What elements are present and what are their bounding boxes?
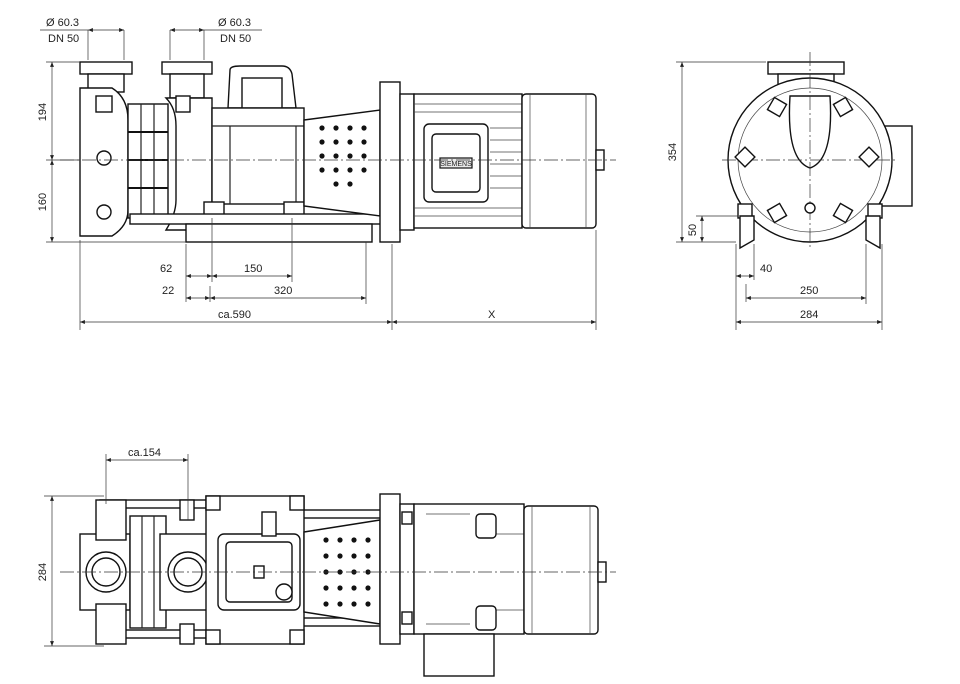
dia-right-label: Ø 60.3 — [218, 17, 251, 29]
top-motor-body — [413, 503, 525, 635]
top-lantern-holes — [323, 537, 371, 607]
h50-label: 50 — [687, 224, 699, 236]
casing-plug — [175, 95, 191, 113]
outlet-neck — [169, 73, 205, 99]
d62-label: 62 — [160, 263, 172, 275]
top-plug — [179, 499, 195, 521]
cover-bolt — [96, 150, 112, 166]
end-foot-right — [865, 215, 881, 250]
motor-flange — [379, 81, 401, 243]
h160-label: 160 — [37, 193, 49, 211]
ca154-label: ca.154 — [128, 447, 161, 459]
d150-label: 150 — [244, 263, 262, 275]
top-view-dimensions: ca.154 284 — [37, 447, 189, 647]
nameplate-text: SIEMENS — [440, 161, 472, 168]
base-rail — [185, 223, 373, 243]
cover-bolt — [96, 204, 112, 220]
top-foot — [289, 495, 305, 511]
top-foot — [205, 495, 221, 511]
d320-label: 320 — [274, 285, 292, 297]
terminal-box-window — [241, 77, 283, 109]
coupling-lantern — [303, 109, 381, 217]
side-view-dimensions: Ø 60.3 DN 50 Ø 60.3 DN 50 194 160 62 150… — [37, 17, 616, 330]
motor-flange-ring — [399, 93, 415, 231]
nameplate — [439, 157, 473, 169]
end-bolts — [734, 96, 880, 224]
end-flange — [767, 61, 845, 75]
cover-boss — [95, 95, 113, 113]
outlet-flange — [161, 61, 213, 75]
motor-fins — [414, 103, 522, 217]
d22-label: 22 — [162, 285, 174, 297]
fan-cover — [521, 93, 597, 229]
top-foot — [289, 629, 305, 645]
end-view-dimensions: 354 50 40 250 284 — [667, 61, 883, 330]
end-view — [722, 52, 913, 250]
base-frame — [129, 213, 407, 225]
top-inlet-ear — [95, 603, 127, 645]
top-lifting-eye — [475, 513, 497, 539]
discharge-casing — [164, 97, 213, 231]
lantern-rail — [299, 509, 383, 519]
end-foot-left — [739, 215, 755, 250]
top-fan-cover — [523, 505, 599, 635]
x-label: X — [488, 309, 496, 321]
h284-label: 284 — [37, 563, 49, 581]
lantern-vent-holes — [319, 125, 367, 187]
dn-right-label: DN 50 — [220, 33, 251, 45]
top-gland — [275, 583, 293, 601]
dia-left-label: Ø 60.3 — [46, 17, 79, 29]
bearing-housing — [211, 107, 305, 205]
top-view — [60, 493, 616, 677]
h194-label: 194 — [37, 103, 49, 121]
top-plug — [179, 623, 195, 645]
top-lifting-eye — [475, 605, 497, 631]
d250-label: 250 — [800, 285, 818, 297]
dn-left-label: DN 50 — [48, 33, 79, 45]
top-inlet-ear — [95, 499, 127, 541]
ca590-label: ca.590 — [218, 309, 251, 321]
top-cable-gland — [261, 511, 277, 537]
top-motor-flange — [379, 493, 401, 645]
inlet-flange — [79, 61, 133, 75]
top-motor-terminal — [423, 633, 495, 677]
h354-label: 354 — [667, 143, 679, 161]
d284-label: 284 — [800, 309, 818, 321]
side-view: SIEMENS — [79, 61, 605, 243]
top-foot — [205, 629, 221, 645]
d40-label: 40 — [760, 263, 772, 275]
